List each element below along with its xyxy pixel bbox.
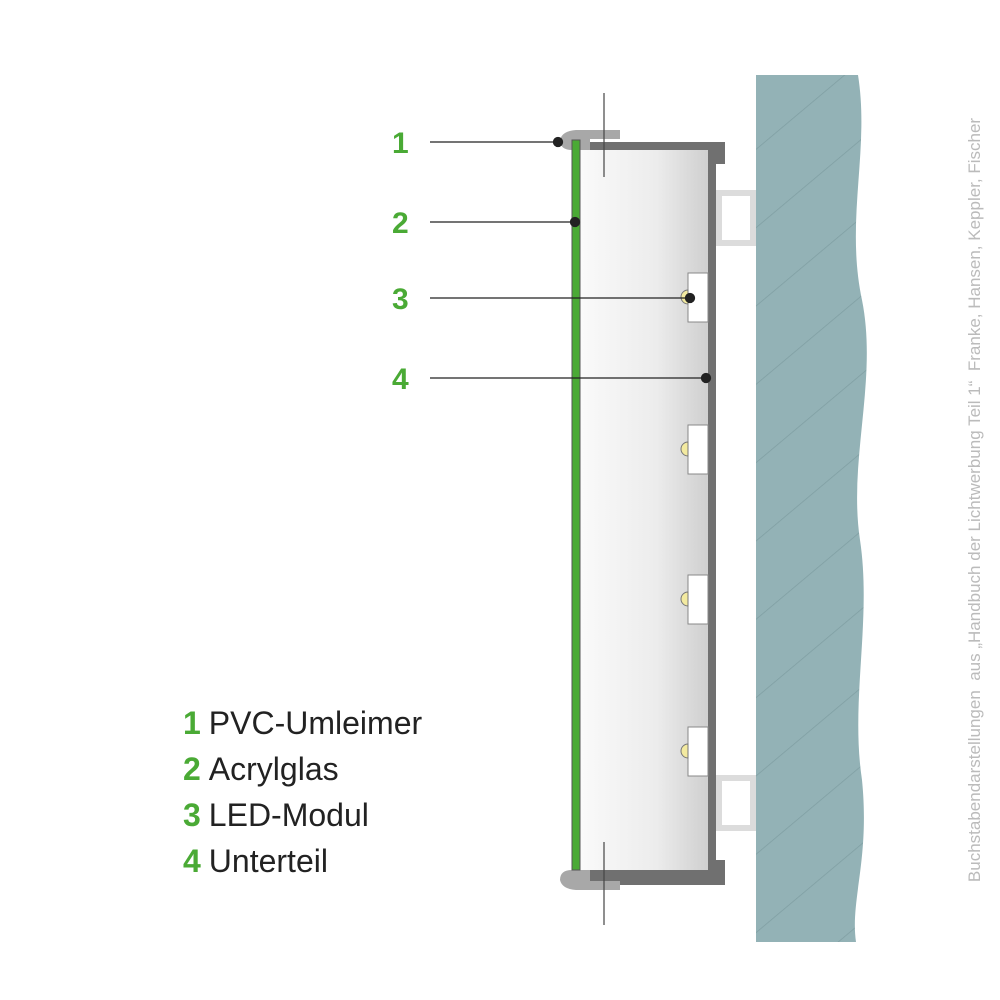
legend-label: LED-Modul (208, 797, 369, 833)
callout-number-3: 3 (392, 283, 409, 316)
acrylic-glass (571, 139, 581, 871)
legend-number: 4 (183, 843, 201, 879)
housing-unterteil (590, 142, 725, 885)
legend-number: 2 (183, 751, 201, 787)
wall (756, 75, 867, 942)
led-module (680, 574, 709, 625)
legend-label: Unterteil (208, 843, 328, 879)
led-module (680, 726, 709, 777)
legend-label: Acrylglas (208, 751, 339, 787)
led-module (680, 424, 709, 475)
mounting-bracket-bottom (716, 775, 756, 831)
callout-number-2: 2 (392, 207, 409, 240)
led-modules (680, 272, 709, 777)
legend-number: 1 (183, 705, 201, 741)
callout-number-1: 1 (392, 127, 409, 160)
source-credit: Buchstabendarstellungen aus „Handbuch de… (965, 117, 984, 883)
legend-number: 3 (183, 797, 201, 833)
callout-number-4: 4 (392, 363, 409, 396)
led-module (680, 272, 709, 323)
legend-label: PVC-Umleimer (208, 705, 423, 741)
callout-lines (430, 136, 712, 384)
mounting-bracket-top (716, 190, 756, 246)
